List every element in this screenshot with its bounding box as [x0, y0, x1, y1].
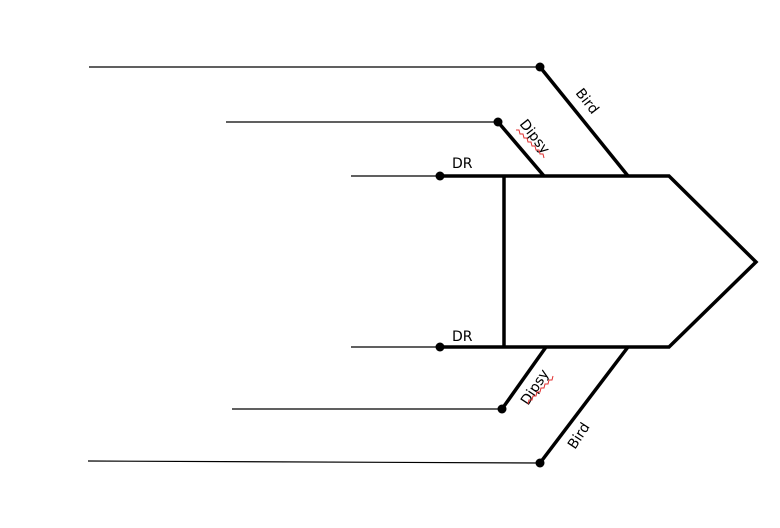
bottom-bird-bone: [538, 345, 630, 465]
bottom-dr-label: DR: [452, 329, 473, 345]
top-bird-bone: [538, 65, 630, 178]
head-outline: [440, 174, 759, 349]
bottom-dipsy-spellcheck: [527, 375, 554, 405]
top-dr-dot: [435, 171, 445, 181]
top-dipsy-dot: [493, 117, 503, 127]
top-bird-dot: [535, 62, 545, 72]
bottom-dipsy-dot: [497, 404, 507, 414]
bottom-bird-tail: [87, 460, 541, 464]
top-dr-label: DR: [452, 156, 473, 172]
bottom-dipsy-label: Dipsy: [518, 367, 553, 409]
bottom-dipsy-bone: [500, 345, 548, 411]
top-dipsy-spellcheck: [516, 129, 545, 159]
bottom-bird-dot: [535, 458, 545, 468]
bottom-dr-dot: [435, 342, 445, 352]
top-dipsy-bone: [496, 120, 546, 178]
